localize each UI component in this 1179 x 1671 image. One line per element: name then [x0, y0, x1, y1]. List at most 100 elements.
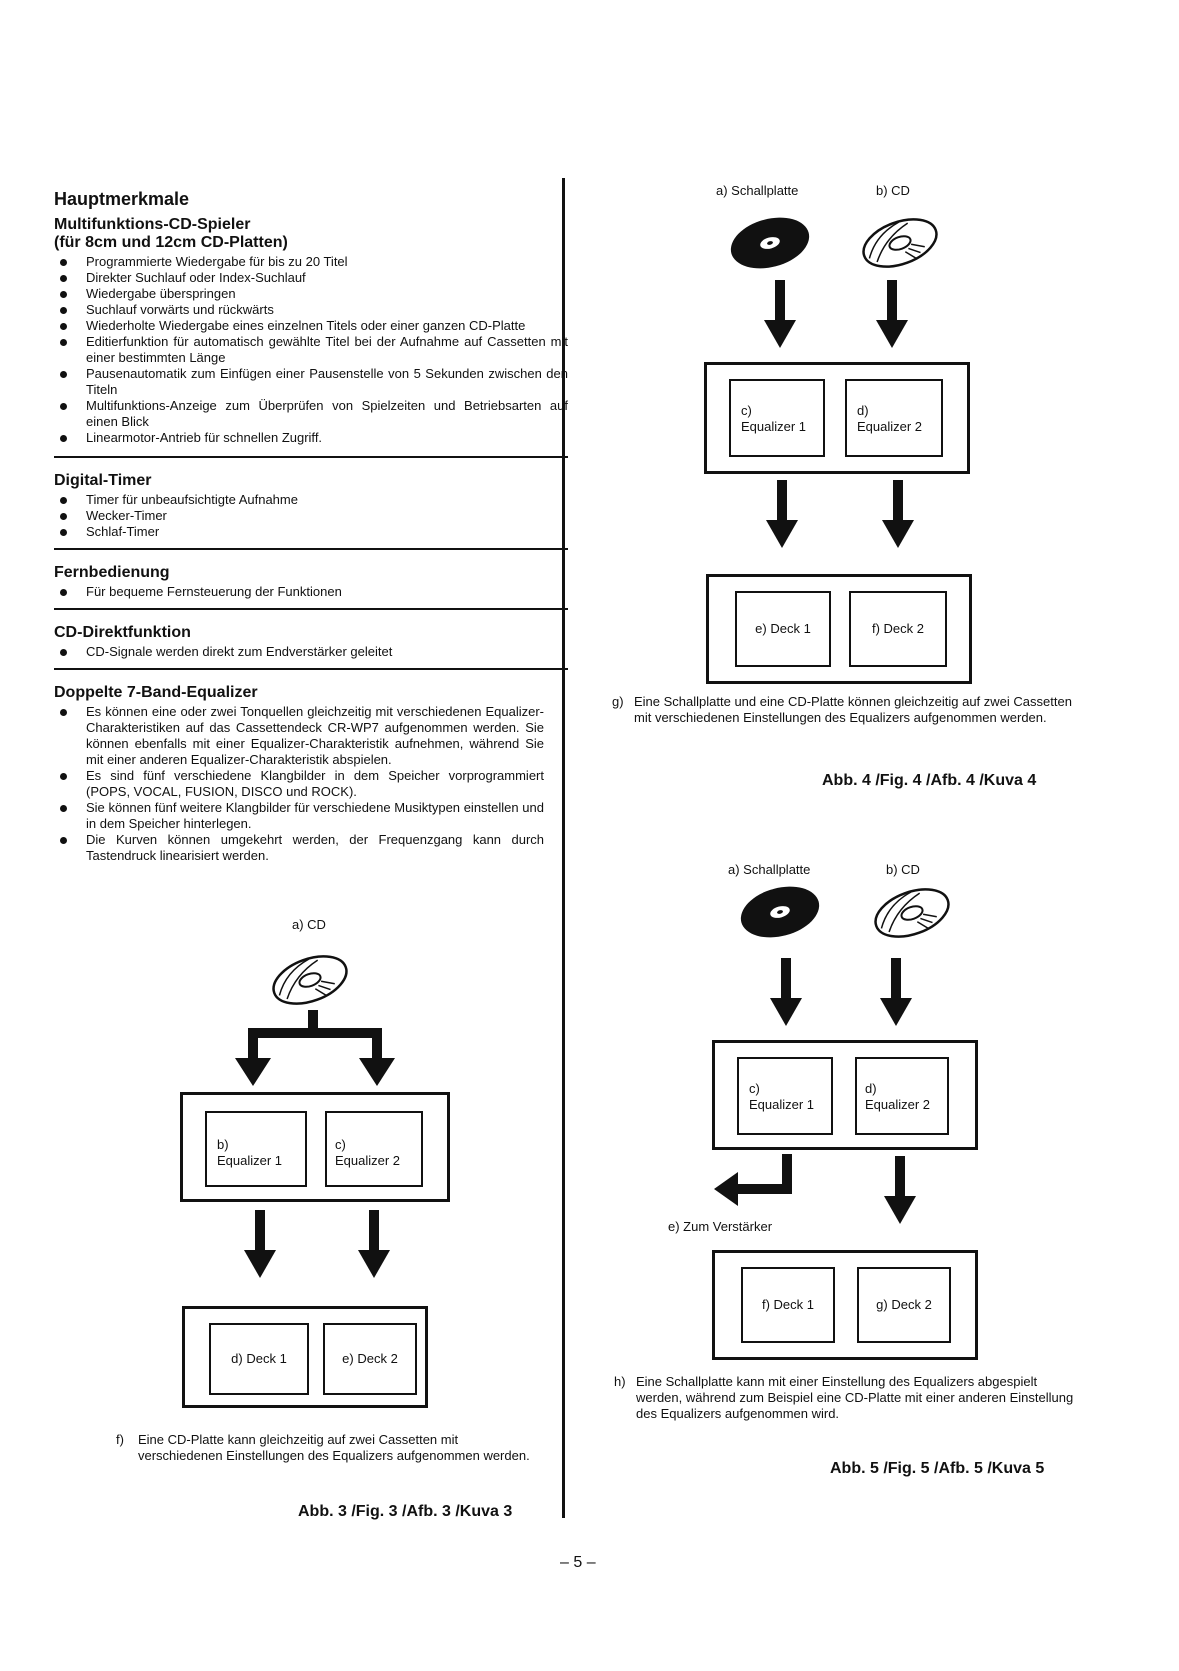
box-label: Equalizer 2 [335, 1153, 401, 1168]
section-equalizer: Doppelte 7-Band-Equalizer Es können eine… [48, 668, 544, 872]
list-item: Die Kurven können umgekehrt werden, der … [54, 832, 544, 864]
arrow-down-icon [884, 1156, 916, 1224]
deck-frame: d) Deck 1 e) Deck 2 [182, 1306, 428, 1408]
cd-icon [265, 950, 355, 1010]
label-cd: a) CD [292, 917, 326, 932]
box-key: b) [217, 1137, 229, 1152]
box-label: Equalizer 2 [865, 1097, 931, 1112]
section-subtitle: (für 8cm und 12cm CD-Platten) [54, 234, 288, 251]
box-label: e) Deck 2 [342, 1351, 398, 1366]
section-rule [54, 608, 568, 610]
equalizer-1-box: c) Equalizer 1 [737, 1057, 833, 1135]
note-key: g) [612, 694, 624, 709]
deck-2-box: f) Deck 2 [849, 591, 947, 667]
section-digital-timer: Digital-Timer Timer für unbeaufsichtigte… [48, 456, 568, 548]
list-item: Timer für unbeaufsichtigte Aufnahme [54, 492, 568, 508]
list-item: Wecker-Timer [54, 508, 568, 524]
list-item: Linearmotor-Antrieb für schnellen Zugrif… [54, 430, 568, 446]
note-text: Eine CD-Platte kann gleichzeitig auf zwe… [138, 1432, 530, 1463]
box-label: Equalizer 1 [217, 1153, 283, 1168]
split-arrow-icon [235, 1010, 395, 1086]
arrow-down-icon [770, 958, 802, 1026]
box-key: c) [749, 1081, 760, 1096]
main-heading: Hauptmerkmale [54, 189, 190, 209]
figure-3-caption: Abb. 3 /Fig. 3 /Afb. 3 /Kuva 3 [298, 1503, 513, 1520]
list-item: Wiedergabe überspringen [54, 286, 568, 302]
box-key: c) [335, 1137, 346, 1152]
list-item: Multifunktions-Anzeige zum Überprüfen vo… [54, 398, 568, 430]
section-rule [54, 548, 568, 550]
equalizer-2-box: c) Equalizer 2 [325, 1111, 423, 1187]
bullet-list: Timer für unbeaufsichtigte Aufnahme Weck… [54, 492, 568, 540]
list-item: Wiederholte Wiedergabe eines einzelnen T… [54, 318, 568, 334]
equalizer-1-box: b) Equalizer 1 [205, 1111, 307, 1187]
box-label: d) Deck 1 [231, 1351, 287, 1366]
bullet-list: Es können eine oder zwei Tonquellen glei… [54, 704, 544, 864]
section-title: Doppelte 7-Band-Equalizer [54, 684, 258, 701]
list-item: Sie können fünf weitere Klangbilder für … [54, 800, 544, 832]
equalizer-1-box: c) Equalizer 1 [729, 379, 825, 457]
deck-1-box: f) Deck 1 [741, 1267, 835, 1343]
note-text: Eine Schallplatte und eine CD-Platte kön… [634, 694, 1072, 725]
section-rule [54, 668, 568, 670]
arrow-down-icon [880, 958, 912, 1026]
box-label: f) Deck 2 [871, 621, 924, 636]
record-icon [735, 878, 825, 946]
box-label: Equalizer 2 [857, 419, 923, 434]
section-title: Fernbedienung [54, 564, 170, 581]
record-icon [725, 210, 815, 276]
list-item: Schlaf-Timer [54, 524, 568, 540]
deck-1-box: d) Deck 1 [209, 1323, 309, 1395]
arrow-down-icon [764, 280, 796, 348]
figure-5-caption: Abb. 5 /Fig. 5 /Afb. 5 /Kuva 5 [830, 1460, 1045, 1477]
list-item: CD-Signale werden direkt zum Endverstärk… [54, 644, 568, 660]
list-item: Direkter Suchlauf oder Index-Suchlauf [54, 270, 568, 286]
box-key: d) [865, 1081, 877, 1096]
section-title: Multifunktions-CD-Spieler [54, 216, 251, 233]
equalizer-frame: b) Equalizer 1 c) Equalizer 2 [180, 1092, 450, 1202]
section-remote: Fernbedienung Für bequeme Fernsteuerung … [48, 548, 568, 608]
figure-3-note: f) Eine CD-Platte kann gleichzeitig auf … [116, 1432, 538, 1464]
deck-2-box: g) Deck 2 [857, 1267, 951, 1343]
bullet-list: Für bequeme Fernsteuerung der Funktionen [54, 584, 568, 600]
deck-frame: f) Deck 1 g) Deck 2 [712, 1250, 978, 1360]
page-number: – 5 – [560, 1554, 596, 1571]
note-text: Eine Schallplatte kann mit einer Einstel… [636, 1374, 1074, 1421]
box-label: Equalizer 1 [741, 419, 807, 434]
label-cd: b) CD [886, 862, 920, 877]
list-item: Suchlauf vorwärts und rückwärts [54, 302, 568, 318]
bullet-list: Programmierte Wiedergabe für bis zu 20 T… [54, 254, 568, 446]
arrow-down-icon [882, 480, 914, 548]
section-cd-player: Hauptmerkmale Multifunktions-CD-Spieler … [48, 185, 568, 456]
return-arrow-icon [714, 1154, 792, 1206]
equalizer-2-box: d) Equalizer 2 [845, 379, 943, 457]
features-column: Hauptmerkmale Multifunktions-CD-Spieler … [48, 185, 568, 872]
list-item: Es sind fünf verschiedene Klangbilder in… [54, 768, 544, 800]
box-label: g) Deck 2 [876, 1297, 932, 1312]
section-rule [54, 456, 568, 458]
section-cd-direct: CD-Direktfunktion CD-Signale werden dire… [48, 608, 568, 668]
figure-4-note: g) Eine Schallplatte und eine CD-Platte … [612, 694, 1084, 726]
arrow-down-icon [358, 1210, 390, 1278]
figure-4-caption: Abb. 4 /Fig. 4 /Afb. 4 /Kuva 4 [822, 772, 1037, 789]
figure-5-note: h) Eine Schallplatte kann mit einer Eins… [614, 1374, 1086, 1422]
box-key: d) [857, 403, 869, 418]
bullet-list: CD-Signale werden direkt zum Endverstärk… [54, 644, 568, 660]
note-key: h) [614, 1374, 626, 1389]
label-record: a) Schallplatte [716, 183, 799, 198]
section-title: Digital-Timer [54, 472, 152, 489]
list-item: Es können eine oder zwei Tonquellen glei… [54, 704, 544, 768]
section-title: CD-Direktfunktion [54, 624, 191, 641]
deck-frame: e) Deck 1 f) Deck 2 [706, 574, 972, 684]
cd-icon [855, 210, 945, 276]
box-label: Equalizer 1 [749, 1097, 815, 1112]
note-key: f) [116, 1432, 124, 1447]
equalizer-frame: c) Equalizer 1 d) Equalizer 2 [712, 1040, 978, 1150]
label-to-amplifier: e) Zum Verstärker [668, 1219, 773, 1234]
arrow-down-icon [876, 280, 908, 348]
arrow-down-icon [244, 1210, 276, 1278]
arrow-down-icon [766, 480, 798, 548]
list-item: Für bequeme Fernsteuerung der Funktionen [54, 584, 568, 600]
label-record: a) Schallplatte [728, 862, 811, 877]
box-label: e) Deck 1 [755, 621, 811, 636]
